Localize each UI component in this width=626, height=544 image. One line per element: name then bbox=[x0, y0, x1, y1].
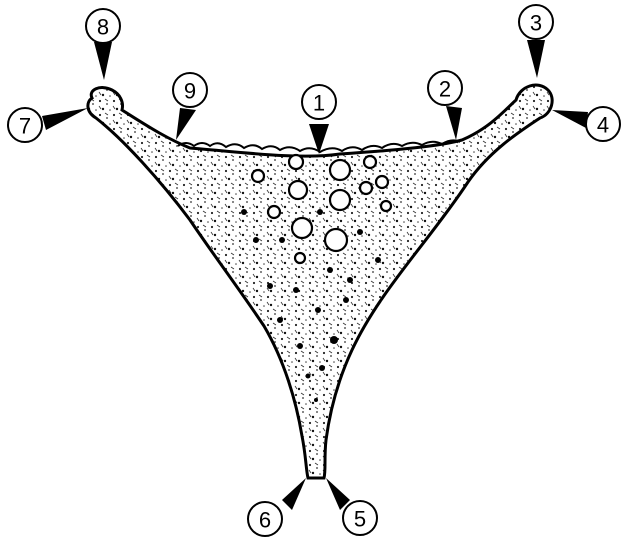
pointer-3 bbox=[527, 40, 545, 78]
label-6: 6 bbox=[259, 508, 271, 533]
pointer-8 bbox=[94, 42, 112, 80]
pointer-6 bbox=[282, 478, 306, 510]
marker-8: 8 bbox=[86, 9, 120, 80]
label-1: 1 bbox=[313, 91, 325, 116]
marker-2: 2 bbox=[428, 71, 462, 140]
marker-5: 5 bbox=[326, 478, 377, 535]
marker-9: 9 bbox=[173, 73, 207, 140]
label-4: 4 bbox=[597, 113, 609, 138]
label-8: 8 bbox=[97, 15, 109, 40]
marker-1: 1 bbox=[302, 85, 336, 154]
marker-4: 4 bbox=[552, 107, 620, 141]
pointer-2 bbox=[446, 106, 462, 140]
marker-3: 3 bbox=[519, 5, 553, 78]
pointer-4 bbox=[552, 110, 588, 128]
label-5: 5 bbox=[354, 507, 366, 532]
label-7: 7 bbox=[19, 114, 31, 139]
marker-6: 6 bbox=[248, 478, 306, 536]
label-3: 3 bbox=[530, 11, 542, 36]
pointer-5 bbox=[326, 478, 350, 510]
label-9: 9 bbox=[184, 79, 196, 104]
pointer-9 bbox=[176, 108, 196, 140]
pointer-7 bbox=[42, 108, 88, 130]
label-2: 2 bbox=[439, 77, 451, 102]
marker-7: 7 bbox=[8, 108, 88, 142]
